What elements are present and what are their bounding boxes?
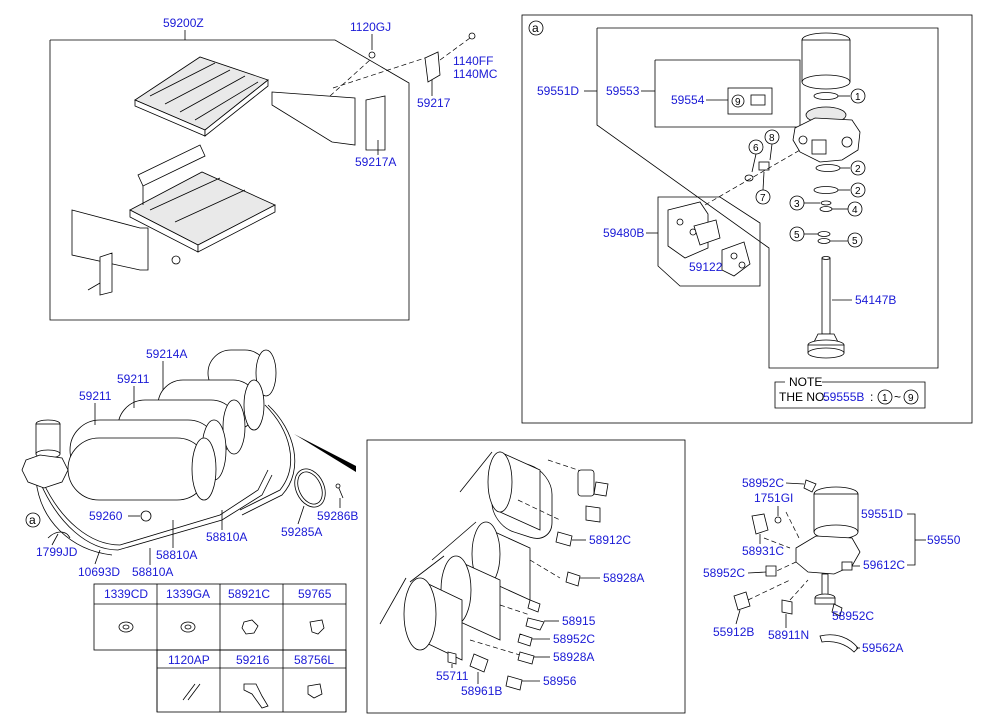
tank-0	[67, 437, 217, 501]
plug-icon	[309, 619, 325, 635]
index-5b: 5	[852, 236, 858, 247]
tank-clamp	[294, 468, 344, 508]
tray-bottom	[129, 144, 276, 253]
callout-58912C[interactable]: 58912C	[589, 533, 631, 547]
callout-54147B[interactable]: 54147B	[855, 293, 896, 307]
nut-icon	[241, 619, 259, 635]
note-prefix: THE NO.	[779, 390, 828, 404]
callout-59550[interactable]: 59550	[927, 533, 961, 547]
callout-58952C-top[interactable]: 58952C	[742, 476, 784, 490]
bracket-left	[71, 209, 181, 296]
callout-58911N[interactable]: 58911N	[768, 628, 809, 642]
callout-58952C-left[interactable]: 58952C	[703, 566, 745, 580]
callout-1140MC[interactable]: 1140MC	[453, 67, 498, 81]
callout-58810A-1[interactable]: 58810A	[206, 530, 247, 544]
bracket-59217	[271, 32, 476, 151]
callout-1140FF[interactable]: 1140FF	[453, 54, 493, 68]
index-5a: 5	[794, 230, 800, 241]
valve-kit	[667, 201, 751, 277]
note-part[interactable]: 59555B	[823, 390, 864, 404]
index-6: 6	[753, 143, 759, 154]
table-cell-58756L[interactable]: 58756L	[294, 653, 334, 667]
clip-icon	[307, 683, 323, 699]
table-cell-1120AP[interactable]: 1120AP	[168, 653, 210, 667]
callout-59562A[interactable]: 59562A	[862, 641, 903, 655]
callout-59286B[interactable]: 59286B	[317, 509, 358, 523]
table-cell-59765[interactable]: 59765	[298, 587, 332, 601]
assy-canister	[813, 486, 859, 540]
callout-59200Z[interactable]: 59200Z	[163, 16, 204, 30]
callout-58810A-2[interactable]: 58810A	[156, 548, 197, 562]
callout-1799JD[interactable]: 1799JD	[36, 545, 78, 559]
callout-59211b[interactable]: 59211	[79, 389, 112, 403]
tray-top	[134, 56, 269, 137]
callout-59260[interactable]: 59260	[89, 509, 123, 523]
index-3: 3	[794, 199, 800, 210]
air-dryer-group: a 59551D 59553 59554 9 1	[521, 14, 973, 424]
callout-59612C[interactable]: 59612C	[863, 558, 905, 572]
callout-59480B[interactable]: 59480B	[603, 226, 644, 240]
callout-59122[interactable]: 59122	[689, 260, 723, 274]
index-2b: 2	[855, 186, 861, 197]
note-title: NOTE	[789, 375, 822, 389]
note-range-to: 9	[908, 393, 914, 404]
parts-table: 1339CD 1339GA 58921C 59765 1120AP 59216 …	[93, 583, 347, 713]
callout-58810A-3[interactable]: 58810A	[132, 565, 173, 579]
note-box: NOTE THE NO. 59555B : 1 ~ 9	[774, 375, 926, 409]
dryer-shaft	[807, 256, 845, 359]
tank-fittings-group: 58912C 58928A 58915 58952C 58928A 58956 …	[366, 439, 686, 714]
air-tanks-group: a 59214A 59211 59211 59260 58810A 58810A…	[21, 347, 358, 579]
callout-58956[interactable]: 58956	[543, 674, 577, 688]
table-cell-1339CD[interactable]: 1339CD	[104, 587, 148, 601]
callout-59551D-assy[interactable]: 59551D	[861, 507, 903, 521]
callout-58931C[interactable]: 58931C	[742, 544, 784, 558]
index-8: 8	[769, 133, 775, 144]
callout-58952C-mid[interactable]: 58952C	[553, 632, 595, 646]
note-tilde: ~	[894, 390, 901, 404]
battery-tray-group: 59200Z 1120GJ 1140FF 1140MC 59217	[49, 16, 498, 321]
detail-marker-a: a	[532, 21, 539, 35]
table-cell-58921C[interactable]: 58921C	[228, 587, 270, 601]
callout-59554[interactable]: 59554	[671, 93, 705, 107]
callout-58961B[interactable]: 58961B	[461, 684, 502, 698]
callout-58952C-bottom[interactable]: 58952C	[832, 609, 874, 623]
index-9: 9	[735, 97, 741, 108]
note-range-from: 1	[882, 393, 888, 404]
callout-59553[interactable]: 59553	[606, 84, 640, 98]
callout-1120GJ[interactable]: 1120GJ	[350, 20, 391, 34]
callout-59214A[interactable]: 59214A	[146, 347, 187, 361]
index-7: 7	[760, 193, 766, 204]
table-cell-59216[interactable]: 59216	[236, 653, 270, 667]
callout-55711[interactable]: 55711	[436, 669, 469, 683]
svg-text::: :	[870, 390, 873, 404]
detail-marker-a-ref: a	[29, 513, 36, 527]
callout-55912B[interactable]: 55912B	[713, 625, 754, 639]
callout-59285A[interactable]: 59285A	[281, 525, 322, 539]
callout-58928A-1[interactable]: 58928A	[603, 571, 644, 585]
index-4: 4	[852, 205, 858, 216]
dryer-assembly-group: 58952C 1751GI 58931C 59551D 59550 59612C…	[703, 476, 961, 655]
callout-58915[interactable]: 58915	[562, 614, 596, 628]
callout-59211a[interactable]: 59211	[117, 372, 150, 386]
callout-1751GI[interactable]: 1751GI	[754, 491, 793, 505]
dryer-body	[792, 106, 861, 163]
callout-10693D[interactable]: 10693D	[78, 565, 120, 579]
index-1: 1	[855, 92, 861, 103]
bracket-icon	[243, 683, 269, 709]
callout-59217[interactable]: 59217	[417, 96, 451, 110]
index-2a: 2	[855, 164, 861, 175]
table-cell-1339GA[interactable]: 1339GA	[166, 587, 210, 601]
callout-59217A[interactable]: 59217A	[355, 155, 396, 169]
dryer-canister	[801, 32, 851, 100]
callout-58928A-2[interactable]: 58928A	[553, 650, 594, 664]
tank-air-dryer	[21, 419, 69, 489]
callout-59551D[interactable]: 59551D	[537, 84, 579, 98]
bolt-icon	[182, 683, 201, 701]
